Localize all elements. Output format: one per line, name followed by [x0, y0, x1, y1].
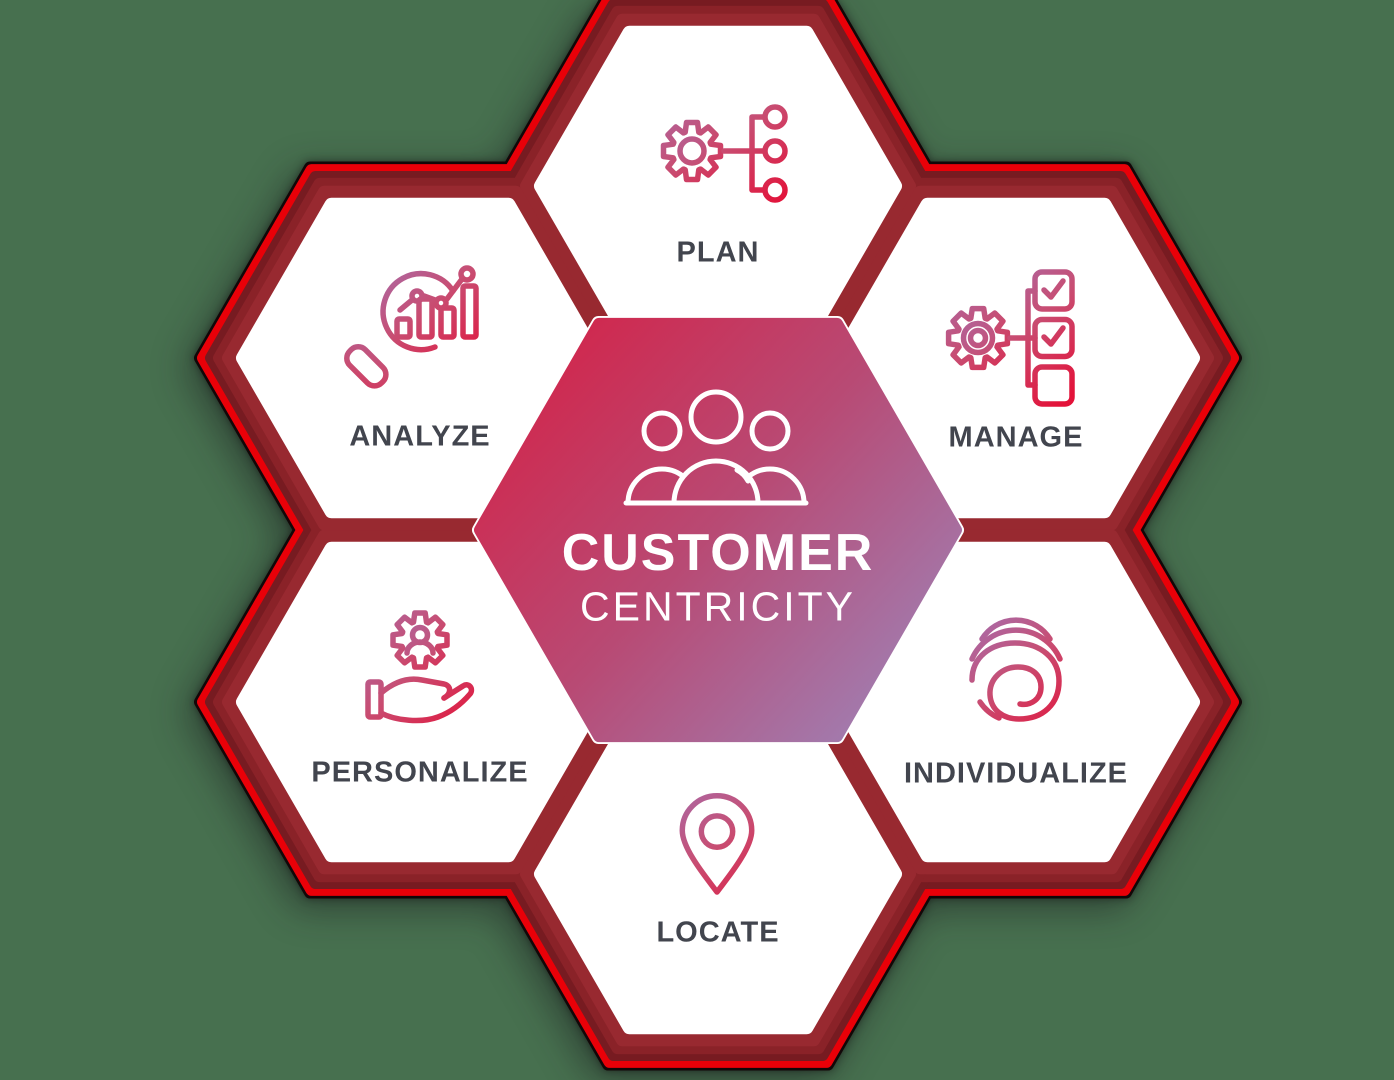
bar — [394, 316, 413, 340]
pin-outline — [679, 793, 755, 895]
gear-ring — [960, 320, 996, 356]
map-pin-icon — [679, 793, 755, 895]
lens-ring — [380, 270, 456, 353]
checkbox — [1032, 364, 1075, 407]
trend-line — [397, 276, 465, 313]
trend-dot — [458, 265, 476, 283]
label-plan: PLAN — [676, 236, 760, 269]
hand-palm — [378, 682, 475, 724]
center-person-head — [688, 389, 744, 445]
trend-dot — [409, 288, 425, 304]
gear-center — [677, 136, 707, 166]
checkmark — [1041, 325, 1066, 347]
gear-flow-icon — [660, 104, 788, 203]
fingerprint-arc — [979, 617, 1053, 642]
magnifier-handle — [344, 344, 389, 389]
fingerprint-tail — [977, 699, 1002, 721]
gear-outline — [390, 610, 450, 670]
checkmark — [1041, 278, 1066, 300]
flow-lines — [721, 114, 767, 193]
people-group-icon — [623, 389, 809, 506]
fingerprint-spiral — [969, 640, 1062, 722]
checkbox — [1032, 269, 1075, 312]
center-title-line2: CENTRICITY — [580, 583, 856, 630]
label-personalize: PERSONALIZE — [311, 756, 529, 789]
gear-outline — [945, 305, 1011, 371]
trend-dot — [433, 295, 449, 311]
label-manage: MANAGE — [948, 421, 1084, 454]
magnifier-bar-chart-icon — [344, 265, 479, 389]
user-shoulders — [404, 639, 436, 656]
flow-node — [762, 138, 788, 164]
bar — [438, 305, 457, 340]
gear-center — [967, 327, 989, 349]
bar — [460, 283, 479, 340]
fingerprint-icon — [969, 617, 1063, 722]
flow-node — [762, 104, 788, 130]
hand-sleeve — [365, 679, 384, 720]
center-title-line1: CUSTOMER — [561, 524, 875, 582]
hand-fingers — [378, 676, 453, 701]
gear-checklist-icon — [945, 269, 1075, 407]
label-locate: LOCATE — [656, 916, 780, 949]
flow-node — [762, 177, 788, 203]
hand-gear-user-icon — [365, 610, 475, 724]
gear-outline — [660, 119, 724, 183]
hexagon-customer-centricity — [474, 317, 962, 743]
right-person-head — [749, 410, 791, 452]
bracket-lines — [1007, 288, 1038, 388]
body-shine — [734, 467, 751, 484]
label-individualize: INDIVIDUALIZE — [903, 757, 1129, 790]
pin-hole — [698, 813, 736, 850]
fingerprint-arc — [969, 627, 1063, 662]
checkbox — [1032, 316, 1075, 360]
label-analyze: ANALYZE — [349, 420, 491, 453]
left-person-head — [641, 410, 683, 452]
